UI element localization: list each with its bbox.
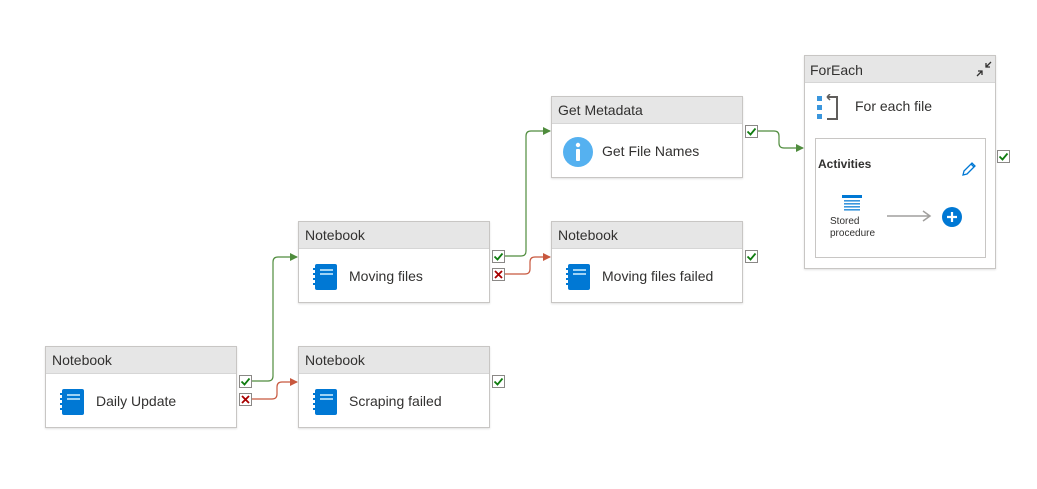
activity-name: Moving files failed bbox=[602, 268, 714, 284]
failure-port[interactable] bbox=[239, 393, 252, 406]
activity-daily-update[interactable]: Notebook Daily Update bbox=[45, 346, 237, 428]
checkmark-icon bbox=[493, 252, 504, 261]
activity-foreach[interactable]: ForEach For each file Activities Stored … bbox=[804, 55, 996, 269]
activity-type-label: Notebook bbox=[299, 347, 489, 374]
activity-name: For each file bbox=[855, 98, 933, 114]
stored-procedure-icon bbox=[842, 195, 862, 211]
activities-panel[interactable]: Activities Stored procedure bbox=[815, 138, 986, 258]
notebook-icon bbox=[566, 264, 590, 290]
checkmark-icon bbox=[746, 127, 757, 136]
success-port[interactable] bbox=[492, 250, 505, 263]
success-port[interactable] bbox=[997, 150, 1010, 163]
edge-daily-to-moving-success bbox=[252, 253, 298, 382]
activity-name: Scraping failed bbox=[349, 393, 442, 409]
activity-type-label: ForEach bbox=[810, 62, 863, 78]
success-port[interactable] bbox=[745, 125, 758, 138]
plus-icon[interactable] bbox=[942, 207, 962, 227]
activity-get-metadata[interactable]: Get Metadata Get File Names bbox=[551, 96, 743, 178]
failure-port[interactable] bbox=[492, 268, 505, 281]
success-port[interactable] bbox=[492, 375, 505, 388]
activity-name: Get File Names bbox=[602, 143, 700, 159]
activity-moving-files-failed[interactable]: Notebook Moving files failed bbox=[551, 221, 743, 303]
activity-type-label: Notebook bbox=[46, 347, 236, 374]
collapse-icon[interactable] bbox=[975, 60, 993, 78]
pencil-icon[interactable] bbox=[961, 161, 977, 177]
activity-type-label: Notebook bbox=[299, 222, 489, 249]
arrow-right-icon bbox=[887, 210, 932, 222]
checkmark-icon bbox=[746, 252, 757, 261]
edge-metadata-to-foreach-success bbox=[758, 130, 804, 152]
success-port[interactable] bbox=[745, 250, 758, 263]
checkmark-icon bbox=[998, 152, 1009, 161]
activity-type-label: Get Metadata bbox=[552, 97, 742, 124]
success-port[interactable] bbox=[239, 375, 252, 388]
activity-scraping-failed[interactable]: Notebook Scraping failed bbox=[298, 346, 490, 428]
info-icon bbox=[563, 137, 593, 167]
notebook-icon bbox=[313, 264, 337, 290]
activity-moving-files[interactable]: Notebook Moving files bbox=[298, 221, 490, 303]
x-icon bbox=[241, 395, 250, 404]
edge-moving-to-failed-failure bbox=[505, 253, 551, 275]
checkmark-icon bbox=[240, 377, 251, 386]
inner-activity-label: Stored procedure bbox=[830, 216, 876, 239]
activity-name: Moving files bbox=[349, 268, 423, 284]
x-icon bbox=[494, 270, 503, 279]
activities-label: Activities bbox=[818, 157, 872, 171]
foreach-icon bbox=[817, 94, 838, 120]
edge-daily-to-scraping-failure bbox=[252, 378, 298, 400]
activity-name: Daily Update bbox=[96, 393, 177, 409]
notebook-icon bbox=[313, 389, 337, 415]
edge-moving-to-metadata-success bbox=[505, 127, 551, 257]
notebook-icon bbox=[60, 389, 84, 415]
activity-type-label: Notebook bbox=[552, 222, 742, 249]
checkmark-icon bbox=[493, 377, 504, 386]
